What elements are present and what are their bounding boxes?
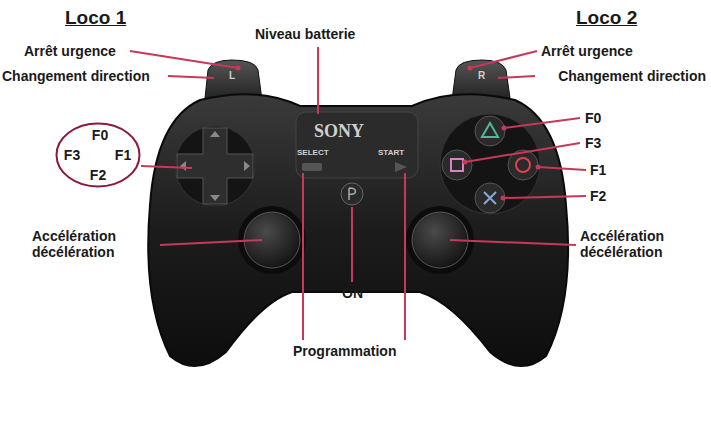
circle-symbol [516, 158, 530, 172]
function-label: Programmation [293, 343, 396, 359]
leader-line [470, 51, 537, 68]
function-label: ON [342, 285, 363, 301]
function-key-label: F0 [92, 127, 108, 143]
function-key-label: F2 [590, 188, 606, 204]
triangle-button [475, 116, 505, 146]
leader-line [450, 240, 576, 245]
leader-dots [236, 66, 541, 201]
square-symbol [451, 159, 463, 171]
loco-heading: Loco 1 [65, 7, 126, 29]
function-key-label: F1 [115, 147, 131, 163]
function-key-label: F3 [585, 135, 601, 151]
loco-heading: Loco 2 [576, 7, 637, 29]
brand-text: SONY [314, 121, 364, 141]
square-button [442, 150, 472, 180]
leader-line [141, 166, 192, 168]
leader-line [503, 196, 586, 198]
leader-line [160, 240, 262, 245]
function-key-label: F2 [90, 167, 106, 183]
button-text: START [378, 148, 404, 158]
controller-body [148, 94, 568, 366]
centre-panel [296, 112, 418, 178]
leader-line [317, 47, 319, 114]
function-key-label: F3 [64, 147, 80, 163]
function-key-label: F1 [590, 162, 606, 178]
buttons-well [440, 114, 540, 214]
button-text: SELECT [297, 148, 329, 158]
cross-symbol [484, 192, 496, 204]
start-button [395, 162, 407, 172]
function-label: Arrêt urgence [541, 43, 633, 59]
triangle-symbol [482, 123, 498, 137]
leader-line [538, 167, 586, 170]
key-group-ellipse: F0F3 F1F2 [55, 122, 141, 188]
function-label: Niveau batterie [255, 26, 355, 42]
leader-line [465, 143, 580, 162]
function-label: Arrêt urgence [24, 43, 116, 59]
leader-line [504, 118, 580, 128]
function-label: Accélération décélération [32, 228, 162, 260]
leader-line [498, 76, 535, 78]
ps-logo [349, 188, 355, 200]
leader-line [404, 173, 406, 340]
function-label: Changement direction [558, 68, 706, 84]
dpad-well [175, 126, 255, 206]
leader-line [351, 207, 353, 282]
cross-button [475, 183, 505, 213]
function-key-label: F0 [585, 110, 601, 126]
leader-lines [130, 47, 586, 340]
shoulder-letter: R [478, 70, 485, 82]
shoulder-letter: L [229, 70, 235, 82]
function-label: Accélération décélération [580, 228, 710, 260]
function-label: Changement direction [2, 68, 150, 84]
ps-button [341, 183, 363, 205]
dpad-arrows [180, 131, 250, 201]
leader-line [302, 173, 304, 340]
leader-line [130, 51, 238, 68]
leader-line [168, 76, 214, 78]
select-button [302, 163, 322, 171]
dpad [177, 128, 253, 204]
